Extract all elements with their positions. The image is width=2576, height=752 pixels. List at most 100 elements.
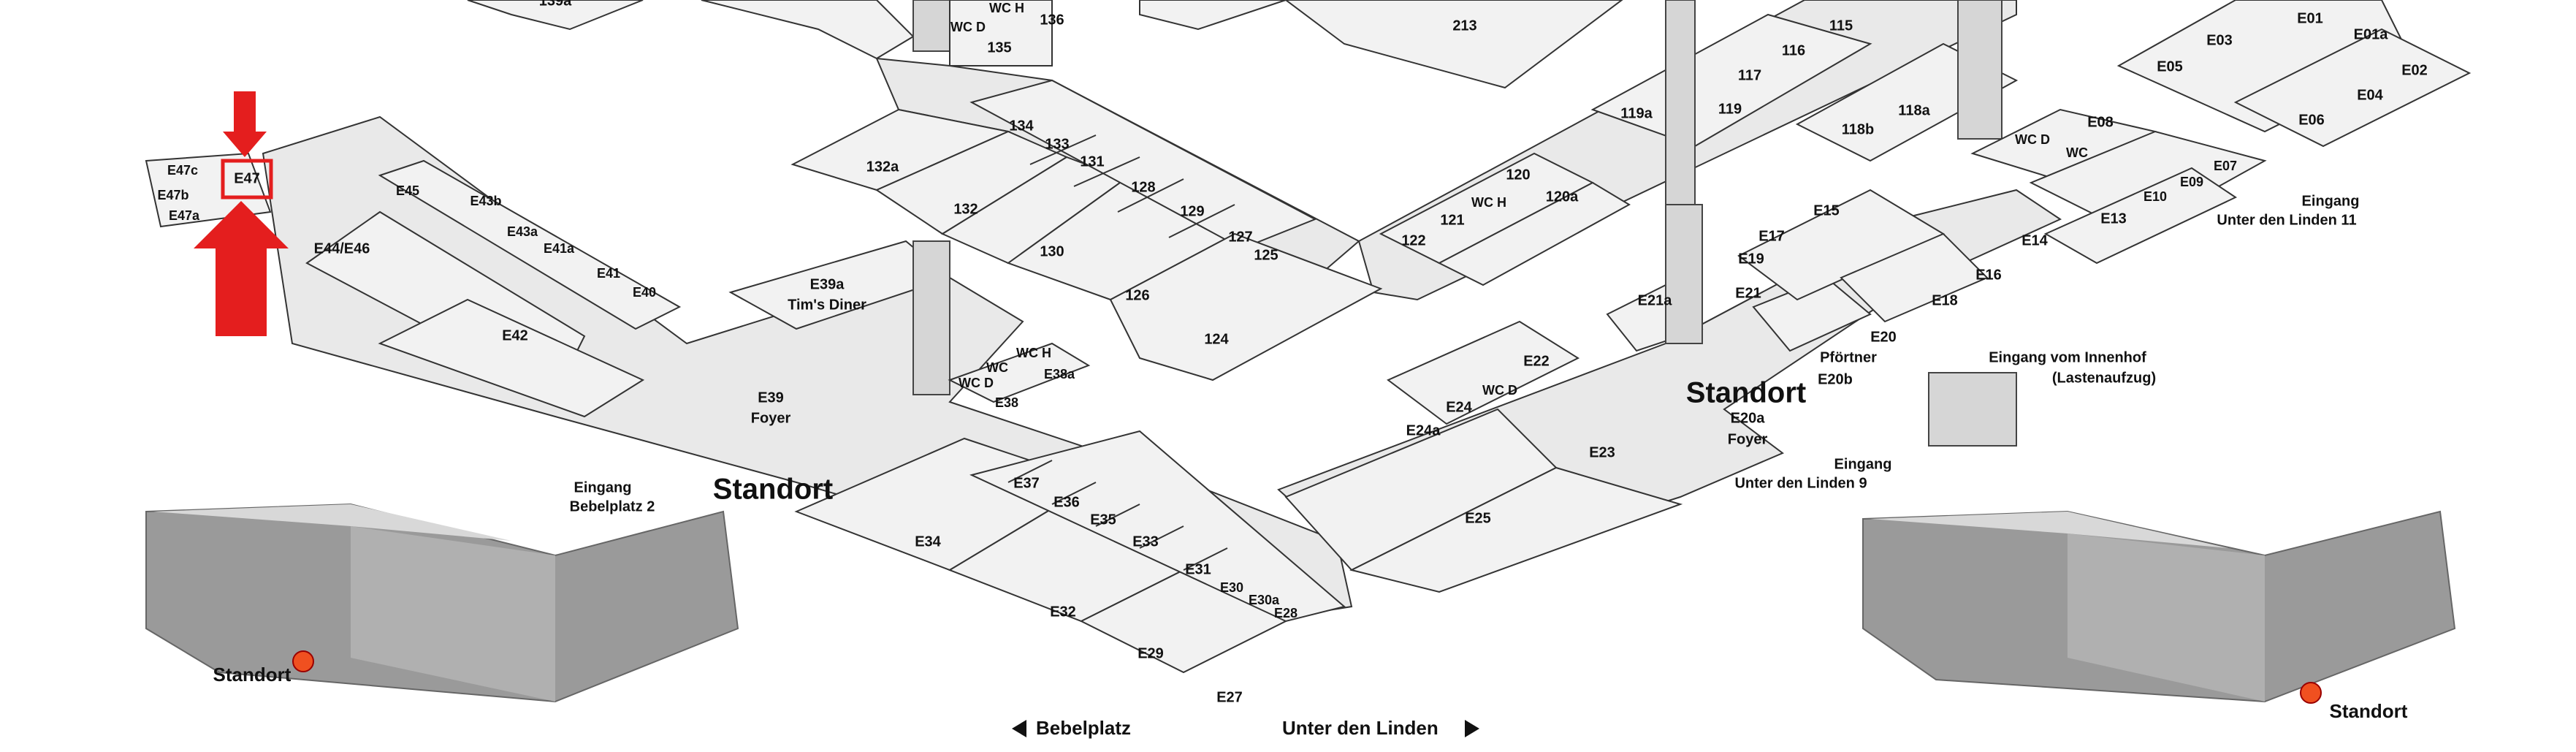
room-131: 131 [1080,153,1104,170]
wc-label-3: WC [986,360,1008,375]
eingang-udl11-line2: Unter den Linden 11 [2217,212,2356,228]
stair-shaft-right [1665,204,1703,344]
room-e45: E45 [396,183,419,198]
room-e08: E08 [2087,114,2114,130]
wc-label-4: WC [2066,145,2088,160]
triangle-left-icon[interactable] [1012,720,1026,737]
room-135: 135 [987,39,1011,56]
room-e32: E32 [1050,604,1076,620]
room-e19: E19 [1738,251,1764,267]
eingang-bebelplatz-line2: Bebelplatz 2 [570,498,655,514]
wc-h-label-2: WC H [1471,195,1506,210]
tims-diner: Tim's Diner [788,297,866,313]
room-e06: E06 [2298,112,2325,128]
photo-standort-left: Standort [213,664,291,685]
room-e10: E10 [2144,189,2167,204]
room-e41: E41 [597,266,620,281]
standort-dot-right [2300,682,2322,704]
room-130: 130 [1040,243,1064,259]
wc-d-label-4: WC D [2015,132,2050,147]
standort-label-right: Standort [1686,377,1806,409]
eingang-udl9-line1: Eingang [1834,456,1892,472]
innenhof-line1: Eingang vom Innenhof [1989,349,2146,365]
annotations: Standort Standort Eingang Bebelplatz 2 E… [213,193,2408,722]
bottom-navigation[interactable]: Bebelplatz Unter den Linden [1012,717,1479,739]
room-136: 136 [1040,12,1064,28]
room-e38: E38 [995,395,1018,410]
room-e31: E31 [1185,561,1211,577]
e47-highlight-box [221,159,273,200]
room-e35: E35 [1090,512,1116,528]
standort-label-left: Standort [713,474,833,506]
room-132: 132 [953,201,978,217]
room-e05: E05 [2157,58,2183,75]
eingang-bebelplatz-line1: Eingang [574,479,632,495]
room-213: 213 [1452,18,1476,34]
bebelplatz-link[interactable]: Bebelplatz [1036,717,1131,739]
room-labels: 139a WC H WC D 136 135 213 115 116 117 1… [157,0,2427,705]
room-e20a: E20a [1731,410,1766,426]
room-e47a: E47a [169,208,200,223]
wc-h-label-3: WC H [1016,346,1051,360]
room-e33: E33 [1132,533,1159,550]
wc-h-label: WC H [989,1,1024,15]
room-e47: E47 [234,170,260,186]
room-e01a: E01a [2354,26,2389,42]
room-e43a: E43a [507,224,538,239]
room-e30a: E30a [1249,593,1280,607]
building-photo-left [145,503,739,703]
foyer-label-2: Foyer [1728,431,1768,447]
room-e47b: E47b [157,188,188,202]
room-e07: E07 [2214,159,2237,173]
room-e43b: E43b [470,194,501,208]
room-122: 122 [1401,232,1425,248]
room-133: 133 [1045,136,1069,152]
room-e40: E40 [633,285,656,300]
room-115: 115 [1829,18,1853,34]
room-127: 127 [1228,229,1252,245]
room-e02: E02 [2401,62,2428,78]
room-e47c: E47c [167,163,198,178]
room-119a: 119a [1620,105,1653,121]
stair-shaft-left [912,240,950,395]
room-121: 121 [1440,212,1464,228]
lift-shaft [1928,372,2017,447]
standort-dot-left [292,650,314,672]
building-photo-right [1862,510,2456,704]
pfoertner-label: Pförtner [1820,349,1877,365]
photo-standort-right: Standort [2330,700,2408,722]
room-e44-e46: E44/E46 [314,240,370,257]
room-e16: E16 [1975,267,2002,283]
room-120a: 120a [1546,189,1579,205]
triangle-right-icon[interactable] [1465,720,1479,737]
room-120: 120 [1506,167,1530,183]
room-e24: E24 [1446,399,1472,415]
room-116: 116 [1782,42,1805,58]
room-126: 126 [1125,287,1149,303]
upper-left-rooms [467,0,1623,89]
e30s-rooms [794,342,1346,674]
wc-d-label-5: WC D [1482,383,1517,398]
room-e41a: E41a [544,241,575,256]
room-129: 129 [1180,203,1204,219]
room-e17: E17 [1758,228,1785,244]
room-e25: E25 [1465,510,1491,526]
room-124: 124 [1204,331,1229,347]
room-e39a: E39a [810,276,845,292]
room-e22: E22 [1523,353,1550,369]
eingang-udl9-line2: Unter den Linden 9 [1734,475,1867,491]
unter-den-linden-link[interactable]: Unter den Linden [1282,717,1438,739]
room-e24a: E24a [1406,422,1441,438]
room-e21a: E21a [1638,292,1673,308]
room-e36: E36 [1053,494,1080,510]
room-block-130s [790,79,1383,381]
room-e09: E09 [2180,175,2203,189]
room-118a: 118a [1898,102,1930,118]
e00s-rooms [1928,0,2472,447]
room-e15: E15 [1813,202,1840,219]
room-e29: E29 [1138,645,1164,661]
room-e30: E30 [1220,580,1243,595]
room-e39: E39 [758,390,784,406]
room-e01: E01 [2297,10,2323,26]
